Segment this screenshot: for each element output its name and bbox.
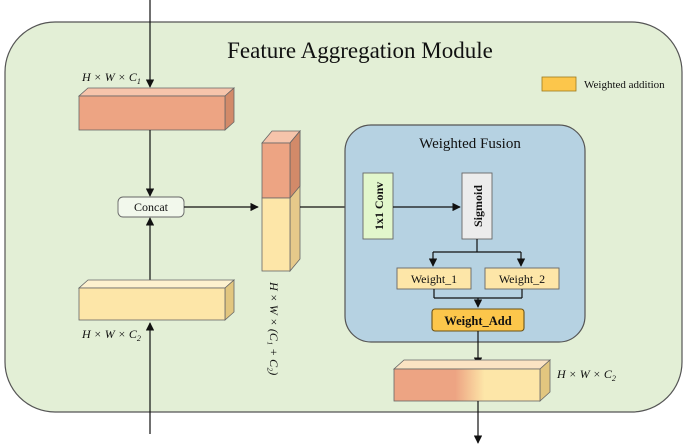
weight2-label: Weight_2: [499, 272, 545, 286]
concat-label: Concat: [134, 200, 169, 214]
legend-swatch: [541, 76, 577, 92]
weighted-fusion-title: Weighted Fusion: [419, 136, 521, 152]
stacked-dim-label: H × W × (C₁ + C₂): [267, 281, 281, 375]
module-title: Feature Aggregation Module: [227, 38, 493, 63]
legend-label: Weighted addition: [584, 79, 665, 91]
bottom-dim-label: H × W × C2: [81, 327, 141, 343]
weight-add-label: Weight_Add: [444, 314, 511, 328]
sigmoid-box: [461, 172, 493, 240]
conv-box: [362, 172, 394, 240]
legend: Weighted addition: [541, 76, 665, 92]
sigmoid-label: Sigmoid: [471, 185, 485, 227]
stacked-feature-block: [261, 129, 301, 273]
bottom-feature-block: [77, 279, 236, 321]
output-dim-label: H × W × C2: [556, 367, 616, 383]
weight1-label: Weight_1: [411, 272, 457, 286]
sigmoid-split-arrows: [428, 239, 526, 267]
top-feature-block: [77, 87, 236, 131]
top-dim-label: H × W × C1: [81, 70, 141, 86]
weights-merge-arrows: [433, 289, 523, 308]
output-feature-block: [392, 359, 552, 402]
conv-label: 1x1 Conv: [372, 182, 386, 230]
